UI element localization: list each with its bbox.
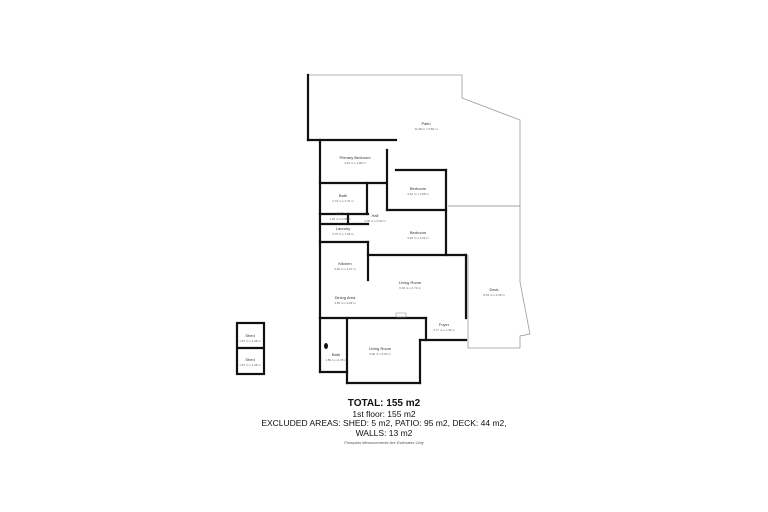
- room-dims-living-room-2: 5.90 m x 5.00 m: [369, 352, 391, 356]
- room-dims-bedroom-2: 3.26 m x 3.03 m: [407, 236, 429, 240]
- room-label-wc: W.C.: [336, 211, 345, 216]
- toilet-fixture: [324, 343, 328, 349]
- room-dims-deck: 8.53 m x 6.18 m: [483, 293, 505, 297]
- room-dims-bath-top: 2.73 m x 2.37 m: [332, 199, 354, 203]
- stair-fixture: [395, 312, 407, 318]
- room-label-dining-area: Dining Area: [335, 295, 356, 300]
- total-area: TOTAL: 155 m2: [347, 398, 421, 409]
- walls: [306, 73, 468, 385]
- room-label-bedroom-1: Bedroom: [410, 186, 427, 191]
- room-label-bedroom-2: Bedroom: [410, 230, 427, 235]
- room-label-deck: Deck: [489, 287, 498, 292]
- shed-building: [235, 321, 266, 376]
- room-dims-wc: 1.26 m x 0.95 m: [329, 217, 351, 221]
- room-label-foyer: Foyer: [439, 322, 450, 327]
- room-labels: Patio 11.08 m x 6.89 m Primary Bedroom 4…: [239, 121, 505, 367]
- floorplan-diagram: Patio 11.08 m x 6.89 m Primary Bedroom 4…: [235, 73, 531, 385]
- room-dims-hall: 4.06 m x 0.90 m: [364, 219, 386, 223]
- room-label-laundry: Laundry: [336, 226, 350, 231]
- room-dims-bedroom-1: 3.40 m x 2.88 m: [407, 192, 429, 196]
- room-dims-foyer: 2.77 m x 1.49 m: [433, 328, 455, 332]
- room-label-kitchen: Kitchen: [338, 261, 351, 266]
- first-floor-area: 1st floor: 155 m2: [352, 409, 416, 419]
- outdoor-outlines: [308, 74, 531, 349]
- room-dims-laundry: 2.75 m x 1.96 m: [332, 232, 354, 236]
- room-dims-primary-bedroom: 4.40 m x 3.89 m: [344, 161, 366, 165]
- excluded-areas: EXCLUDED AREAS: SHED: 5 m2, PATIO: 95 m2…: [261, 418, 507, 428]
- room-label-bath-bottom: Bath: [332, 352, 340, 357]
- room-label-patio: Patio: [421, 121, 431, 126]
- room-label-shed-2: Shed: [245, 357, 254, 362]
- room-label-primary-bedroom: Primary Bedroom: [339, 155, 371, 160]
- room-dims-dining-area: 3.65 m x 2.83 m: [334, 301, 356, 305]
- room-dims-shed-1: 1.87 m x 1.28 m: [239, 339, 261, 343]
- room-dims-shed-2: 1.87 m x 1.28 m: [239, 363, 261, 367]
- room-label-living-room-2: Living Room: [369, 346, 392, 351]
- room-dims-patio: 11.08 m x 6.89 m: [415, 127, 438, 131]
- room-dims-bath-bottom: 1.89 m x 2.45 m: [325, 358, 347, 362]
- walls-area: WALLS: 13 m2: [355, 428, 413, 438]
- room-dims-kitchen: 3.49 m x 3.27 m: [334, 267, 356, 271]
- room-label-living-room-1: Living Room: [399, 280, 422, 285]
- disclaimer: Floorplan Measurements Are Estimates Onl…: [344, 440, 424, 445]
- room-label-bath-top: Bath: [339, 193, 347, 198]
- deck-outline: [467, 206, 531, 349]
- room-label-hall: Hall: [372, 213, 379, 218]
- room-label-shed-1: Shed: [245, 333, 254, 338]
- room-dims-living-room-1: 6.32 m x 4.73 m: [399, 286, 421, 290]
